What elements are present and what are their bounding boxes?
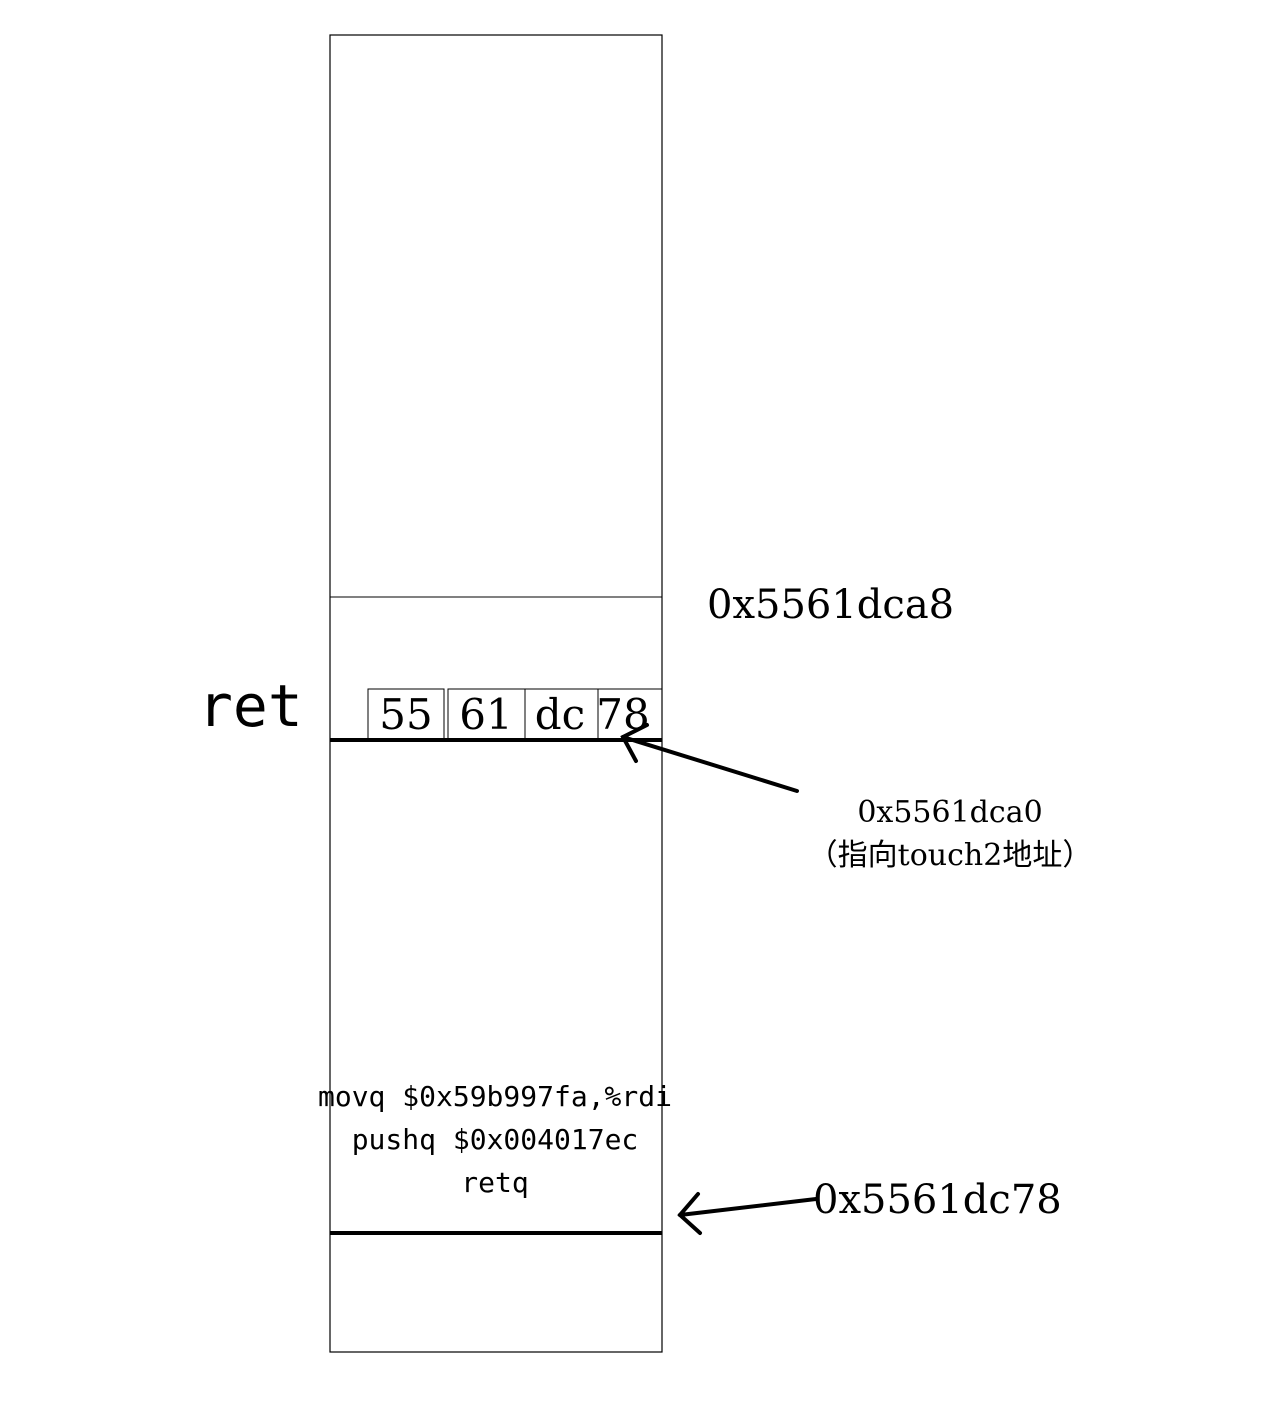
- arrow-to-ret: [620, 723, 799, 793]
- ret-label: ret: [198, 672, 303, 740]
- code-line-0: movq $0x59b997fa,%rdi: [318, 1080, 672, 1113]
- byte-value-3: 78: [596, 690, 649, 739]
- byte-value-0: 55: [379, 690, 432, 739]
- address-top: 0x5561dca8: [707, 582, 954, 628]
- byte-cell-0: [367, 688, 445, 741]
- arrow-to-buffer: [677, 1192, 818, 1235]
- byte-value-1: 61: [459, 690, 512, 739]
- pointer-address: 0x5561dca0: [857, 795, 1042, 830]
- code-line-2: retq: [461, 1166, 528, 1199]
- byte-value-2: dc: [535, 690, 585, 739]
- address-bottom: 0x5561dc78: [813, 1177, 1062, 1223]
- code-line-1: pushq $0x004017ec: [352, 1123, 639, 1156]
- pointer-note: （指向touch2地址）: [808, 838, 1093, 873]
